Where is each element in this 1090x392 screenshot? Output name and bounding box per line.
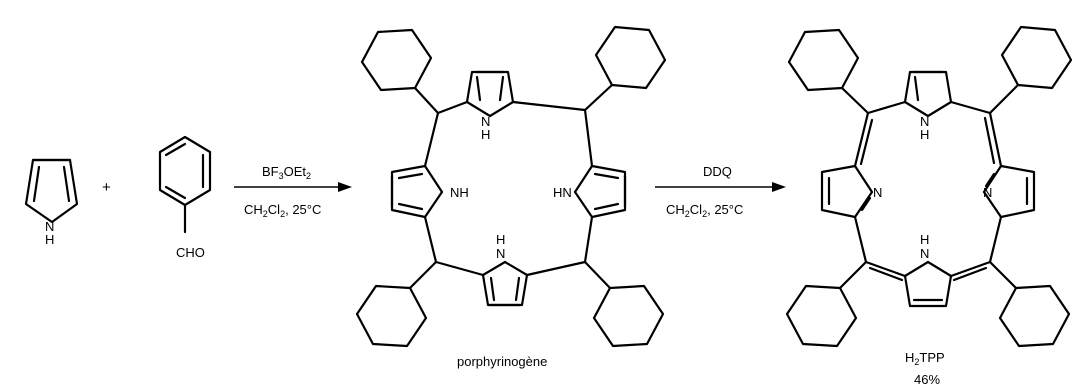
product-name: H2TPP — [905, 350, 945, 367]
right-hn-label: HN — [553, 185, 572, 200]
product-left-n: N — [873, 185, 882, 200]
top-nh-n: N — [481, 114, 490, 129]
product-top-h: H — [920, 127, 929, 142]
pyrrole-reactant: N H — [24, 158, 79, 247]
product-right-n: N — [983, 185, 992, 200]
left-nh-label: NH — [450, 185, 469, 200]
arrow2-reagent: DDQ — [703, 164, 732, 179]
product-bottom-h: H — [920, 232, 929, 247]
product-top-n: N — [920, 114, 929, 129]
arrow1-reagent: BF3OEt2 — [262, 164, 311, 181]
bottom-nh-h: H — [496, 232, 505, 247]
top-nh-h: H — [481, 127, 490, 142]
pyrrole-h-label: H — [45, 232, 54, 247]
arrow1-conditions: CH2Cl2, 25°C — [244, 202, 321, 219]
intermediate-name: porphyrinogène — [457, 354, 547, 369]
h2tpp-structure: N H H N N N H2TPP 46% — [785, 25, 1073, 387]
reaction-arrow-2: DDQ CH2Cl2, 25°C — [655, 164, 786, 219]
arrow2-conditions: CH2Cl2, 25°C — [666, 202, 743, 219]
reaction-arrow-1: BF3OEt2 CH2Cl2, 25°C — [234, 164, 352, 219]
bottom-nh-n: N — [496, 246, 505, 261]
plus-sign: + — [102, 179, 111, 196]
aldehyde-group-label: CHO — [176, 245, 205, 260]
product-bottom-n: N — [920, 246, 929, 261]
product-yield: 46% — [914, 372, 940, 387]
benzaldehyde-reactant: CHO — [158, 135, 212, 260]
pyrrole-nh-label: N — [45, 219, 54, 234]
porphyrinogen-structure: N H H N NH HN porphyrinogène — [355, 25, 667, 369]
